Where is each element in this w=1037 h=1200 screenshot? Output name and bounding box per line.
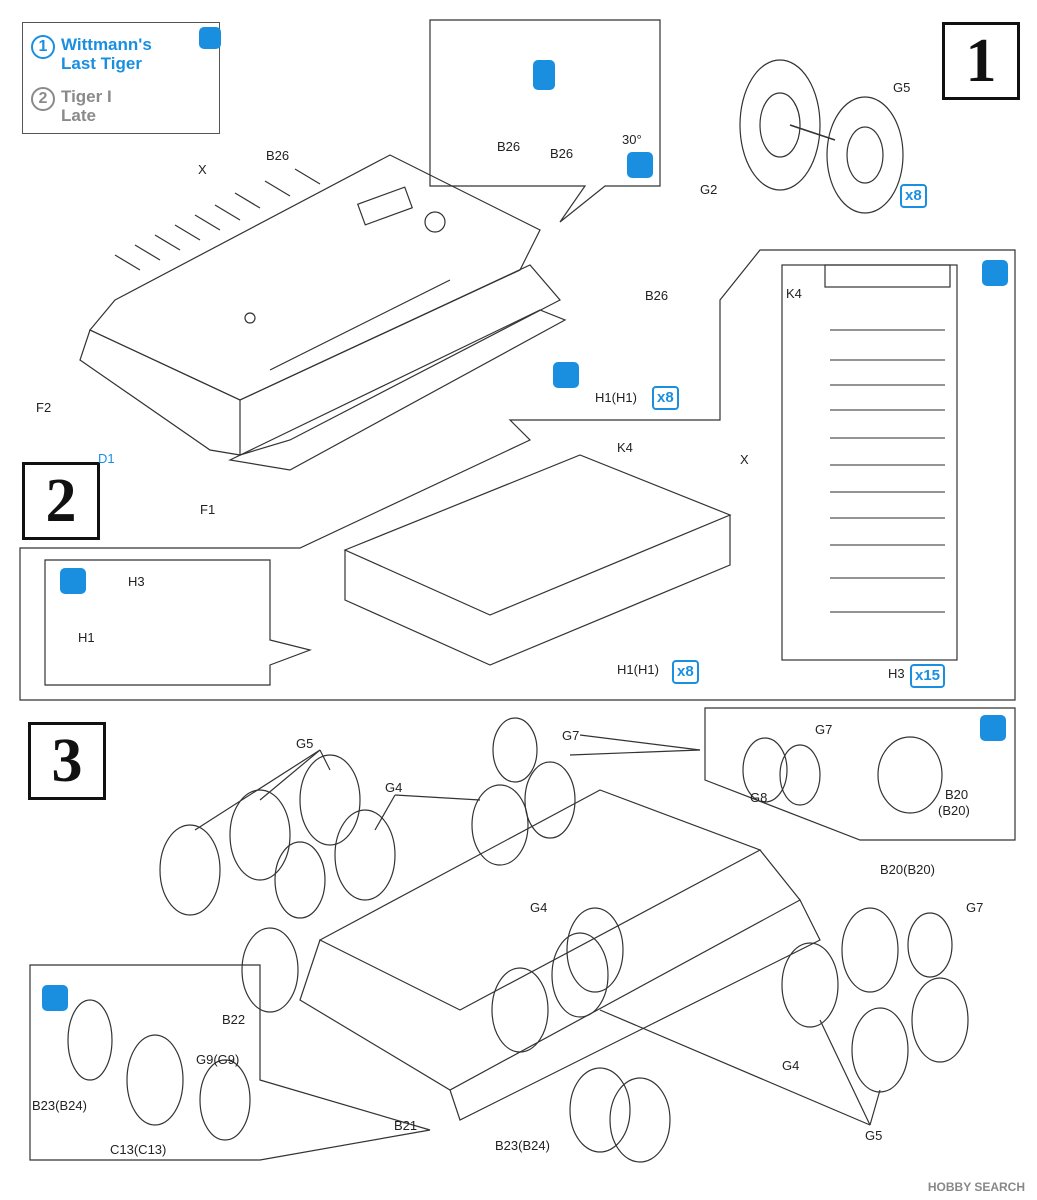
part-label: H1: [78, 630, 95, 645]
part-label: G4: [385, 780, 403, 795]
legend-number: 2: [31, 87, 55, 111]
inset-frame-g7: [704, 707, 1016, 841]
legend-number: 1: [31, 35, 55, 59]
legend-label: Tiger I: [61, 87, 112, 106]
part-label: G5: [893, 80, 911, 95]
watermark: HOBBY SEARCH: [927, 1180, 1025, 1194]
part-label: K4: [786, 286, 802, 301]
legend-label: Wittmann's: [61, 35, 152, 54]
part-label: B26: [266, 148, 290, 163]
quantity-badge: x8: [900, 184, 927, 208]
legend-item-wittmann: 1 Wittmann's Last Tiger: [31, 35, 152, 73]
part-label: (B20): [938, 803, 970, 818]
step-number-1: 1: [942, 22, 1020, 100]
part-label: X: [740, 452, 749, 467]
part-label: B26: [550, 146, 574, 161]
part-label: B23(B24): [495, 1138, 550, 1153]
part-label: G7: [966, 900, 984, 915]
part-label: F2: [36, 400, 52, 415]
glue-icon: [980, 715, 1006, 741]
legend-item-tiger-late: 2 Tiger I Late: [31, 87, 112, 125]
version-legend: 1 Wittmann's Last Tiger 2 Tiger I Late: [22, 22, 221, 134]
part-label: G8: [750, 790, 768, 805]
part-label: H3: [888, 666, 905, 681]
part-label: B26: [497, 139, 521, 154]
part-label: D1: [98, 451, 115, 466]
legend-label: Last Tiger: [61, 54, 142, 73]
glue-icon: [60, 568, 86, 594]
do-not-glue-icon: [553, 362, 579, 388]
step-number-2: 2: [22, 462, 100, 540]
step2-frame: [19, 249, 1016, 701]
glue-icon: [627, 152, 653, 178]
quantity-badge: x8: [672, 660, 699, 684]
legend-label: Late: [61, 106, 96, 125]
part-label: G2: [700, 182, 718, 197]
part-label: B20: [945, 787, 969, 802]
part-label: G5: [296, 736, 314, 751]
swap-arrows-icon: [533, 60, 555, 90]
part-label: H1(H1): [617, 662, 659, 677]
part-label: H1(H1): [595, 390, 637, 405]
part-label: G5: [865, 1128, 883, 1143]
step-number-3: 3: [28, 722, 106, 800]
part-label: B21: [394, 1118, 418, 1133]
glue-icon: [42, 985, 68, 1011]
part-label: F1: [200, 502, 216, 517]
part-label: B22: [222, 1012, 246, 1027]
part-label: X: [198, 162, 207, 177]
part-label: B20(B20): [880, 862, 935, 877]
glue-icon: [982, 260, 1008, 286]
part-label: B26: [645, 288, 669, 303]
inset-frame-h3: [44, 559, 313, 686]
inset-frame-b26: [429, 19, 661, 223]
part-label: G4: [530, 900, 548, 915]
part-label: B23(B24): [32, 1098, 87, 1113]
inset-frame-sprocket: [29, 964, 431, 1161]
glue-icon: [199, 27, 221, 49]
quantity-badge: x15: [910, 664, 946, 688]
part-label: G9(G9): [196, 1052, 240, 1067]
angle-label: 30°: [622, 132, 642, 147]
quantity-badge: x8: [652, 386, 679, 410]
part-label: C13(C13): [110, 1142, 167, 1157]
part-label: K4: [617, 440, 633, 455]
part-label: H3: [128, 574, 145, 589]
part-label: G4: [782, 1058, 800, 1073]
part-label: G7: [815, 722, 833, 737]
part-label: G7: [562, 728, 580, 743]
